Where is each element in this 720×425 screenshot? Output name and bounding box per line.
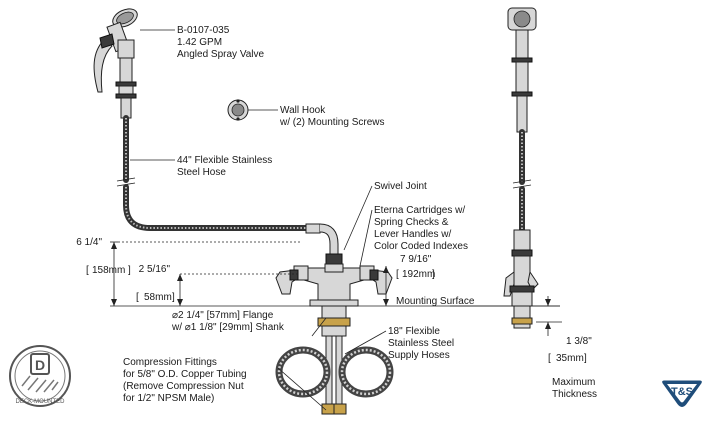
dim-thick-in: 1 3/8" — [566, 336, 592, 347]
label-flow-rate: 1.42 GPM — [177, 37, 222, 48]
label-flange: ⌀2 1/4" [57mm] Flange — [172, 310, 274, 321]
supply-hoses — [275, 346, 394, 398]
brand-logo-text: T&S — [671, 386, 693, 398]
dim-thick-mm: 35mm — [556, 353, 584, 364]
dim-height-mm: 158mm — [92, 265, 125, 276]
label-part-number: B-0107-035 — [177, 25, 230, 36]
label-thickness: Thickness — [552, 389, 597, 400]
label-valve-name: Angled Spray Valve — [177, 49, 265, 60]
label-supply-1: 18" Flexible — [388, 326, 440, 337]
dimension-center-height — [177, 273, 300, 306]
dim-center-mm-bracket-r: ] — [172, 292, 175, 303]
label-eterna-4: Color Coded Indexes — [374, 241, 468, 252]
dimension-thickness — [536, 296, 562, 336]
wall-hook — [227, 99, 278, 121]
label-shank: w/ ⌀1 1/8" [29mm] Shank — [171, 322, 285, 333]
faucet-body — [275, 223, 393, 415]
label-compression-3: (Remove Compression Nut — [123, 381, 244, 392]
dim-spread-mm: 192mm — [402, 269, 435, 280]
label-compression-1: Compression Fittings — [123, 357, 217, 368]
label-eterna-1: Eterna Cartridges w/ — [374, 205, 465, 216]
deck-badge-text: DECK-MOUNTED — [16, 399, 66, 405]
dim-thick-mm-bracket-r: ] — [584, 353, 587, 364]
label-hose-1: 44" Flexible Stainless — [177, 155, 272, 166]
callout-labels: B-0107-035 1.42 GPM Angled Spray Valve W… — [123, 25, 597, 404]
dim-thick-mm-bracket-l: [ — [548, 353, 551, 364]
label-swivel-joint: Swivel Joint — [374, 181, 427, 192]
dim-spread-in: 7 9/16" — [400, 254, 432, 265]
label-maximum: Maximum — [552, 377, 595, 388]
label-supply-2: Stainless Steel — [388, 338, 454, 349]
side-view — [503, 7, 539, 329]
dim-height-mm-bracket-r: ] — [128, 265, 131, 276]
label-eterna-3: Lever Handles w/ — [374, 229, 451, 240]
label-wall-hook: Wall Hook — [280, 105, 326, 116]
dim-spread-mm-bracket-r: ] — [432, 269, 435, 280]
spray-valve — [93, 8, 138, 119]
deck-badge-letter: D — [35, 357, 45, 373]
dim-center-in: 2 5/16" — [139, 264, 171, 275]
dim-center-mm: 58mm — [144, 292, 172, 303]
label-wall-hook-screws: w/ (2) Mounting Screws — [279, 117, 384, 128]
deck-mounted-badge: D DECK-MOUNTED — [9, 345, 71, 407]
brand-logo: T&S — [662, 380, 702, 407]
flexible-hose — [116, 115, 313, 231]
dimension-height — [110, 241, 300, 306]
label-hose-2: Steel Hose — [177, 167, 226, 178]
label-eterna-2: Spring Checks & — [374, 217, 449, 228]
label-supply-3: Supply Hoses — [388, 350, 450, 361]
dimension-labels: 6 1/4" [ 158mm ] 2 5/16" [ 58mm ] 7 9/16… — [76, 237, 592, 364]
dimension-spread — [383, 266, 389, 306]
dim-center-mm-bracket-l: [ — [136, 292, 139, 303]
dim-spread-mm-bracket-l: [ — [396, 269, 399, 280]
label-compression-4: for 1/2" NPSM Male) — [123, 393, 214, 404]
label-compression-2: for 5/8" O.D. Copper Tubing — [123, 369, 247, 380]
dim-height-in: 6 1/4" — [76, 237, 102, 248]
dim-height-mm-bracket-l: [ — [86, 265, 89, 276]
label-mounting-surface: Mounting Surface — [396, 296, 475, 307]
